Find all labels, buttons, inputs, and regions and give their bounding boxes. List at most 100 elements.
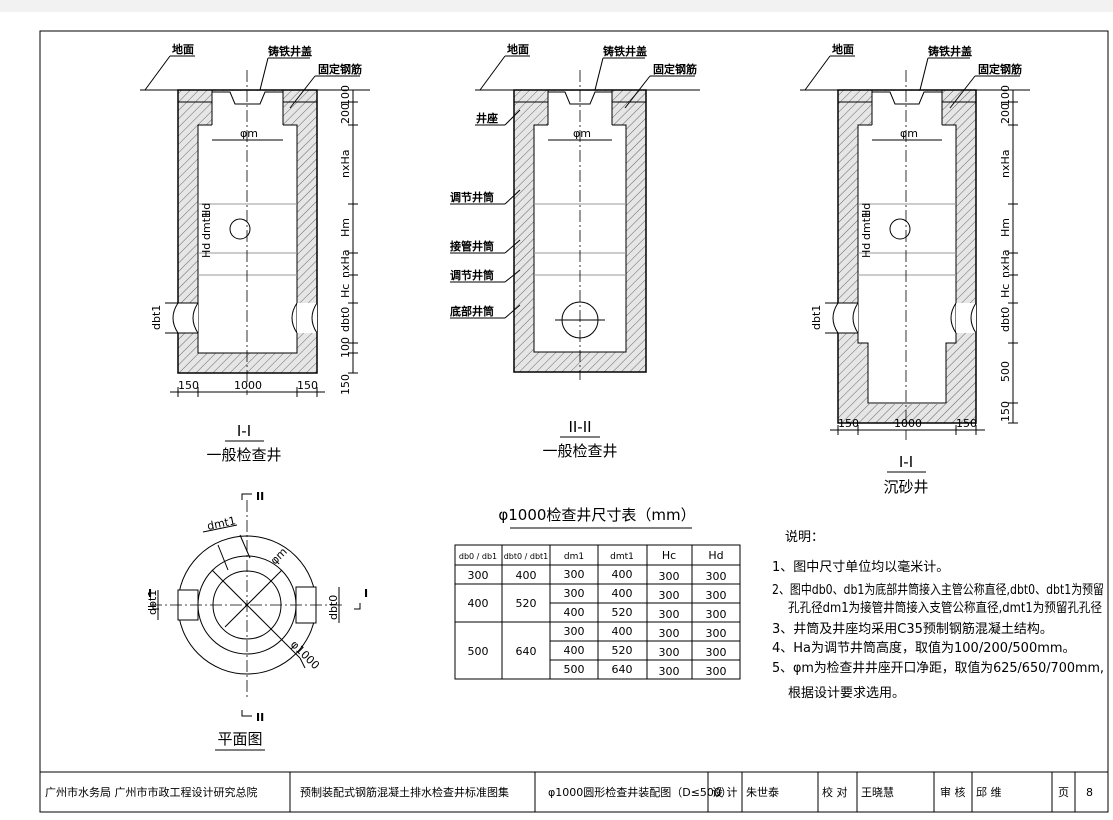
table-cell: 300 <box>564 587 585 600</box>
table-cell: 520 <box>612 606 633 619</box>
note-item: 5、φm为检查井井座开口净距，取值为625/650/700mm, <box>772 660 1104 676</box>
table-cell: 300 <box>706 646 727 659</box>
table-cell: 400 <box>468 597 489 610</box>
label-dmt1: dmt1 <box>860 211 873 240</box>
table-cell: 300 <box>659 665 680 678</box>
table-cell: 300 <box>706 608 727 621</box>
organization: 广州市水务局 广州市市政工程设计研究总院 <box>45 785 258 799</box>
table-header: dbt0 / dbt1 <box>504 552 549 561</box>
dim-label: dbt0 <box>999 307 1012 332</box>
table-cell: 300 <box>659 627 680 640</box>
table-cell: 300 <box>706 589 727 602</box>
label-ground: 地面 <box>172 42 194 56</box>
dim-label: Hc <box>339 284 352 298</box>
label-ha: Hd <box>860 243 873 258</box>
table-cell: 400 <box>612 587 633 600</box>
atlas-title: 预制装配式钢筋混凝土排水检查井标准图集 <box>300 785 509 799</box>
label-adjust-shaft: 调节井筒 <box>450 268 494 282</box>
dim-label: nxHa <box>999 150 1012 179</box>
table-header: dm1 <box>564 552 584 562</box>
dim-label: 150 <box>999 401 1012 422</box>
table-cell: 520 <box>612 644 633 657</box>
note-item: 1、图中尺寸单位均以毫米计。 <box>772 559 949 575</box>
dimension-table: φ1000检查井尺寸表（mm） db0 / db1 dbt0 / dbt1 dm… <box>454 506 741 680</box>
table-cell: 300 <box>564 625 585 638</box>
table-cell: 300 <box>659 589 680 602</box>
table-cell: 400 <box>516 569 537 582</box>
table-header: db0 / db1 <box>459 552 497 561</box>
table-title: φ1000检查井尺寸表（mm） <box>498 506 695 524</box>
page-number: 8 <box>1086 786 1093 799</box>
label-ha: Hd <box>200 203 213 218</box>
section-subtitle: 一般检查井 <box>206 446 281 464</box>
label-ground: 地面 <box>507 42 529 56</box>
table-cell: 400 <box>612 568 633 581</box>
table-cell: 520 <box>516 597 537 610</box>
label-opening: φm <box>240 127 258 140</box>
table-cell: 300 <box>706 570 727 583</box>
label-dmt1: dmt1 <box>206 514 237 533</box>
dim-label: nxHa <box>339 250 352 279</box>
label-rebar: 固定钢筋 <box>653 62 697 76</box>
dim-label: 150 <box>339 374 352 395</box>
label-dmt1: dmt1 <box>200 211 213 240</box>
label-cover: 铸铁井盖 <box>928 44 972 58</box>
table-cell: 500 <box>468 645 489 658</box>
table-cell: 400 <box>612 625 633 638</box>
label-seat: 井座 <box>476 111 498 125</box>
top-bar <box>0 0 1113 12</box>
table-cell: 300 <box>659 608 680 621</box>
plan-title: 平面图 <box>217 730 262 748</box>
review-label: 审 核 <box>940 785 966 799</box>
notes: 说明： 1、图中尺寸单位均以毫米计。 2、图中db0、db1为底部井筒接入主管公… <box>772 530 1104 701</box>
section-mark: I <box>148 587 152 600</box>
label-rebar: 固定钢筋 <box>318 62 362 76</box>
label-rebar: 固定钢筋 <box>978 62 1022 76</box>
table-cell: 400 <box>564 606 585 619</box>
design-label: 设 计 <box>712 786 738 799</box>
dim-label: 150 <box>178 379 199 392</box>
page-label: 页 <box>1058 786 1069 799</box>
table-header: dmt1 <box>610 552 634 562</box>
dim-label: 100 <box>339 85 352 106</box>
table-cell: 300 <box>706 665 727 678</box>
table-cell: 300 <box>468 569 489 582</box>
label-adjust-shaft: 调节井筒 <box>450 190 494 204</box>
section-mark: II <box>256 490 264 503</box>
note-item: 孔孔径dm1为接管井筒接入支管公称直径,dmt1为预留孔孔径 <box>788 600 1102 616</box>
cast-iron-cover <box>212 91 283 105</box>
table-cell: 640 <box>516 645 537 658</box>
section-subtitle: 沉砂井 <box>883 478 928 496</box>
table-cell: 500 <box>564 663 585 676</box>
dim-label: 1000 <box>234 379 262 392</box>
dim-label: 1000 <box>894 417 922 430</box>
branch-pipe-hole <box>229 218 251 240</box>
dim-label: 100 <box>999 85 1012 106</box>
section-mark: II <box>256 711 264 724</box>
label-ground: 地面 <box>832 42 854 56</box>
drawing-frame <box>39 30 1109 813</box>
label-dbt1: dbt1 <box>810 305 823 330</box>
table-header: Hd <box>708 549 723 562</box>
note-item: 4、Ha为调节井筒高度，取值为100/200/500mm。 <box>772 640 1076 656</box>
label-dbt1: dbt1 <box>146 590 159 615</box>
label-connect-shaft: 接管井筒 <box>450 239 494 253</box>
dim-label: dbt0 <box>339 307 352 332</box>
dim-label: 150 <box>956 417 977 430</box>
label-bottom-shaft: 底部井筒 <box>450 304 494 318</box>
section-title: I-I <box>237 422 251 440</box>
label-dbt1: dbt1 <box>150 305 163 330</box>
label-cover: 铸铁井盖 <box>268 44 312 58</box>
reviewer-name: 邱 维 <box>976 786 1002 799</box>
note-item: 3、井筒及井座均采用C35预制钢筋混凝土结构。 <box>772 621 1053 637</box>
notes-heading: 说明： <box>785 530 824 545</box>
label-opening: φm <box>573 127 591 140</box>
section-title: I-I <box>899 453 913 471</box>
label-ha: Hd <box>200 243 213 258</box>
dim-label: 150 <box>838 417 859 430</box>
note-item: 根据设计要求选用。 <box>788 686 905 701</box>
table-cell: 300 <box>564 568 585 581</box>
table-header: Hc <box>662 549 676 562</box>
plan-view: II II I I dmt1 dbt1 dbt0 φm φ1000 平面图 <box>146 490 368 751</box>
